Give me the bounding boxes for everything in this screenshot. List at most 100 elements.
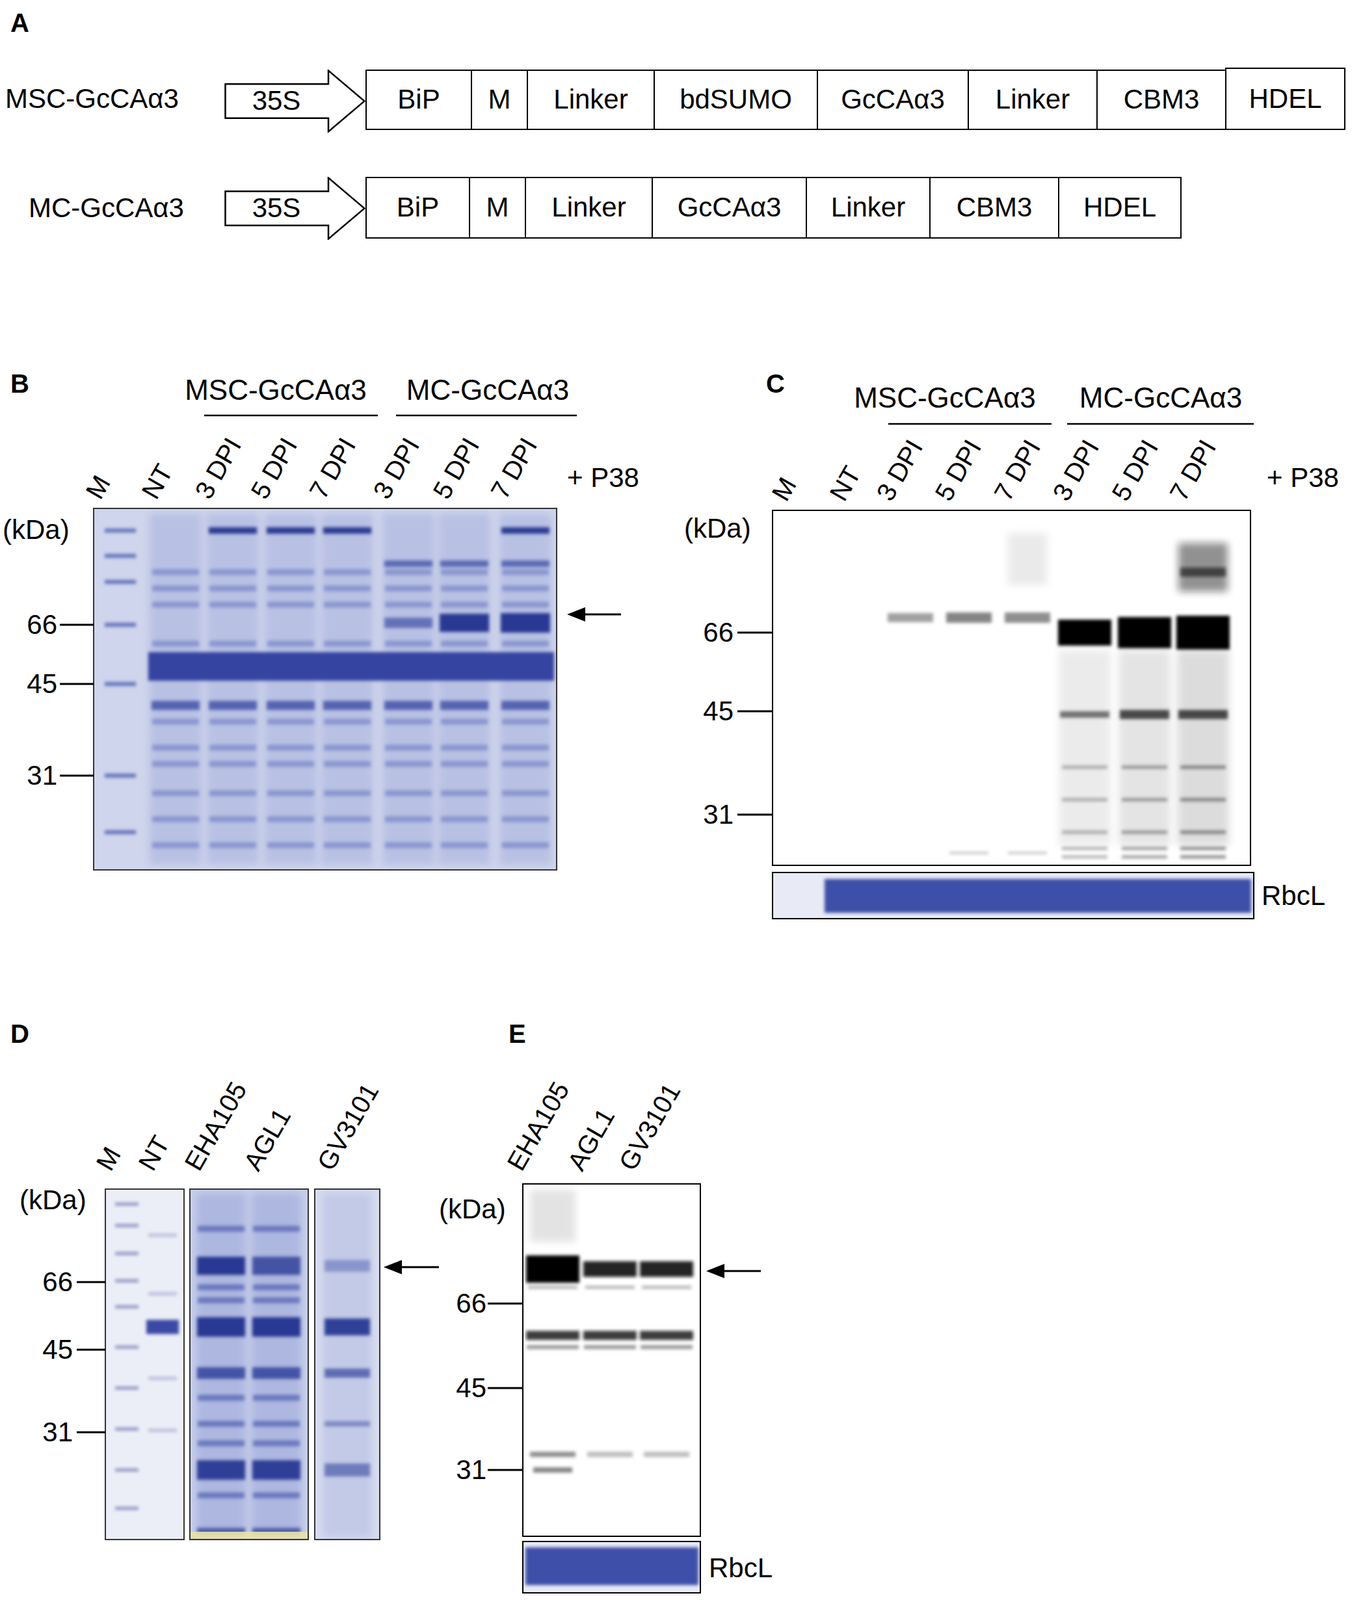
protein-band [1180, 855, 1226, 860]
smear [529, 1190, 576, 1243]
target-band [583, 1261, 637, 1278]
mw-tick [737, 710, 773, 713]
protein-band [266, 527, 315, 534]
pointer-arrowhead [567, 607, 586, 622]
gel-background [314, 1189, 380, 1540]
protein-band [209, 816, 257, 823]
protein-band [440, 790, 488, 797]
gel-border [314, 1189, 380, 1540]
protein-band [267, 585, 315, 592]
arrow-shape [225, 178, 365, 240]
protein-band [440, 569, 488, 576]
mw-tick [76, 1281, 106, 1284]
mw-marker: 31 [26, 760, 58, 792]
pointer-arrowhead [706, 1264, 725, 1279]
smear [1178, 542, 1228, 592]
protein-band [197, 1297, 245, 1304]
protein-band [501, 560, 550, 568]
protein-band [949, 851, 989, 855]
protein-band [323, 602, 371, 609]
protein-band [197, 1421, 245, 1428]
gel-border [189, 1189, 309, 1540]
loading-control-strip [522, 1541, 701, 1594]
marker-band [104, 580, 136, 584]
protein-band [267, 719, 315, 726]
protein-band [384, 701, 433, 711]
target-band [526, 1255, 580, 1284]
target-band [1058, 619, 1112, 646]
marker-band [115, 1387, 139, 1391]
protein-band [323, 790, 371, 797]
protein-band [209, 569, 257, 576]
lane-label: 5 DPI [928, 434, 988, 506]
protein-band [252, 1493, 300, 1499]
protein-band [267, 816, 315, 823]
protein-band [1121, 847, 1168, 851]
protein-band [252, 1297, 300, 1304]
protein-band [1180, 847, 1226, 851]
gel-lane [264, 513, 317, 865]
coomassie-gel [76, 1189, 439, 1540]
coomassie-gel [59, 415, 622, 871]
protein-band [324, 1368, 371, 1378]
pointer-arrow [719, 1270, 761, 1273]
protein-band [384, 790, 432, 797]
protein-band [639, 1331, 694, 1341]
lane-label: GV3101 [310, 1078, 385, 1176]
protein-band [440, 602, 488, 609]
protein-band [152, 842, 199, 849]
marker-band [104, 622, 136, 627]
protein-band [152, 641, 199, 648]
rbcl-band [146, 1320, 179, 1335]
mw-tick [487, 1387, 523, 1390]
group-header: MC-GcCAα3 [406, 373, 570, 408]
mw-marker: 66 [702, 617, 734, 649]
construct-name: MC-GcCAα3 [28, 192, 185, 224]
marker-band [104, 682, 136, 687]
protein-band [152, 761, 199, 768]
element-label: Linker [551, 192, 626, 223]
target-band [500, 613, 551, 633]
element-label: M [486, 192, 510, 223]
gel-lane [321, 513, 374, 865]
mw-marker: 45 [455, 1372, 487, 1404]
marker-band [115, 1203, 139, 1207]
western-blot [487, 1184, 761, 1594]
construct-element: CBM3 [1096, 69, 1227, 131]
blot-border [772, 510, 1251, 866]
protein-band [384, 569, 432, 576]
mw-tick [59, 624, 94, 627]
protein-band [267, 569, 315, 576]
protein-band [440, 816, 488, 823]
protein-band [384, 816, 432, 823]
lane-label: 7 DPI [303, 432, 362, 504]
protein-band [209, 719, 257, 726]
protein-band [526, 1331, 580, 1341]
protein-band [252, 1367, 301, 1380]
element-label: HDEL [1248, 83, 1322, 114]
panel-letter: B [10, 368, 30, 399]
protein-band [324, 1463, 371, 1477]
loading-control-label: RbcL [1261, 880, 1326, 912]
protein-band [440, 701, 489, 711]
protein-band [152, 790, 199, 797]
construct-element: CBM3 [929, 176, 1060, 239]
protein-band [252, 1460, 301, 1481]
element-label: Linker [553, 84, 628, 115]
rbcl-band [197, 1317, 246, 1337]
pointer-arrowhead [383, 1260, 402, 1275]
protein-band [267, 842, 315, 849]
protein-band [384, 560, 433, 568]
protein-band [384, 745, 432, 752]
element-label: CBM3 [956, 192, 1033, 223]
target-band [439, 613, 490, 633]
protein-band [1121, 798, 1168, 802]
smear [1007, 533, 1047, 586]
protein-band [384, 719, 432, 726]
protein-band [152, 569, 199, 576]
protein-band [267, 761, 315, 768]
protein-band [252, 1226, 300, 1233]
gel-background [93, 508, 557, 871]
degradation-band [1178, 710, 1228, 720]
axis-unit: (kDa) [19, 1184, 87, 1217]
